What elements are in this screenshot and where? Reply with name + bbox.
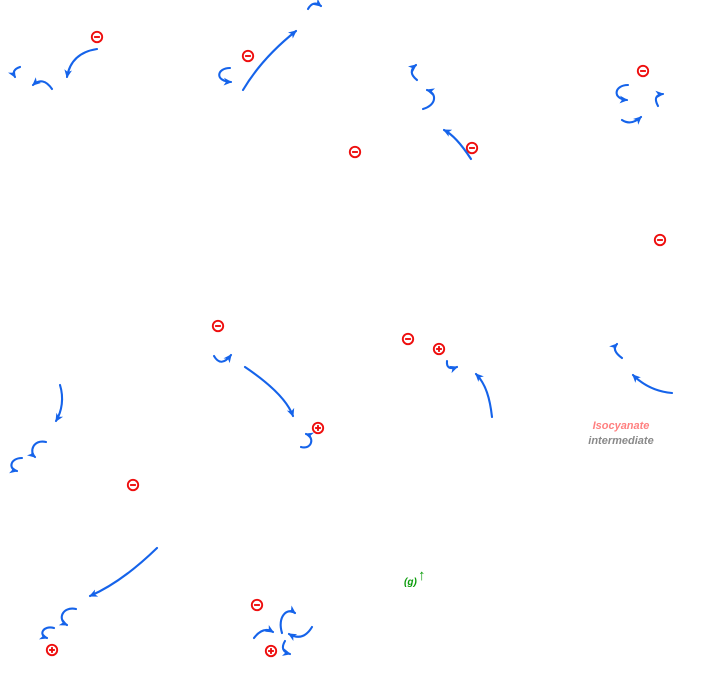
topcenter-arc-arrow [442, 128, 473, 161]
rightmid-small-curl-arrow [609, 342, 624, 360]
topleft-c-curl-arrow [31, 77, 54, 91]
minus-charge [90, 30, 104, 44]
minus-charge [126, 478, 140, 492]
bottomleft-main-arc-arrow [88, 546, 159, 598]
topleft-main-arc-arrow [64, 47, 99, 79]
isocyanate-label: Isocyanate [592, 420, 650, 432]
gas-phase-label: (g) [404, 577, 417, 588]
leftmid-arc-arrow [54, 383, 64, 423]
topmid-c-curl-arrow [218, 66, 233, 86]
bottommid-down-curl-arrow [281, 639, 292, 656]
topmid-main-arc-arrow [241, 29, 298, 92]
bottommid-right-arc-arrow [287, 625, 314, 641]
minus-charge [348, 145, 362, 159]
centerright-small-curl-arrow [445, 359, 459, 374]
leftmid-small-curl-arrow [9, 456, 24, 474]
plus-charge [264, 644, 278, 658]
gas-up-arrow-icon: ↑ [418, 567, 426, 584]
bottommid-up-curl-arrow [279, 605, 297, 635]
topright-small-curl-arrow [654, 90, 665, 108]
topmid-top-curl-arrow [306, 0, 323, 11]
plus-charge [311, 421, 325, 435]
intermediate-label: intermediate [588, 435, 654, 447]
minus-charge [653, 233, 667, 247]
topright-arc-arrow [620, 115, 643, 125]
plus-charge [45, 643, 59, 657]
centerright-arc-arrow [474, 372, 494, 419]
topcenter-small-curl1-arrow [407, 63, 419, 82]
topcenter-small-curl2-arrow [421, 88, 436, 111]
minus-charge [401, 332, 415, 346]
minus-charge [211, 319, 225, 333]
rightmid-arc-arrow [631, 373, 674, 395]
plus-charge [432, 342, 446, 356]
bottomleft-small-curl-arrow [38, 626, 56, 640]
minus-charge [636, 64, 650, 78]
middle-small-curl-arrow [299, 432, 315, 449]
middle-c-curl-arrow [212, 353, 233, 364]
minus-charge [465, 141, 479, 155]
topright-c-curl-arrow [615, 83, 630, 104]
topleft-tiny-curl-arrow [8, 65, 22, 79]
middle-main-arc-arrow [243, 365, 295, 418]
bottommid-left-arc-arrow [252, 624, 275, 640]
minus-charge [250, 598, 264, 612]
minus-charge [241, 49, 255, 63]
leftmid-c-curl-arrow [26, 440, 48, 459]
bottomleft-curl-arrow [58, 607, 78, 627]
